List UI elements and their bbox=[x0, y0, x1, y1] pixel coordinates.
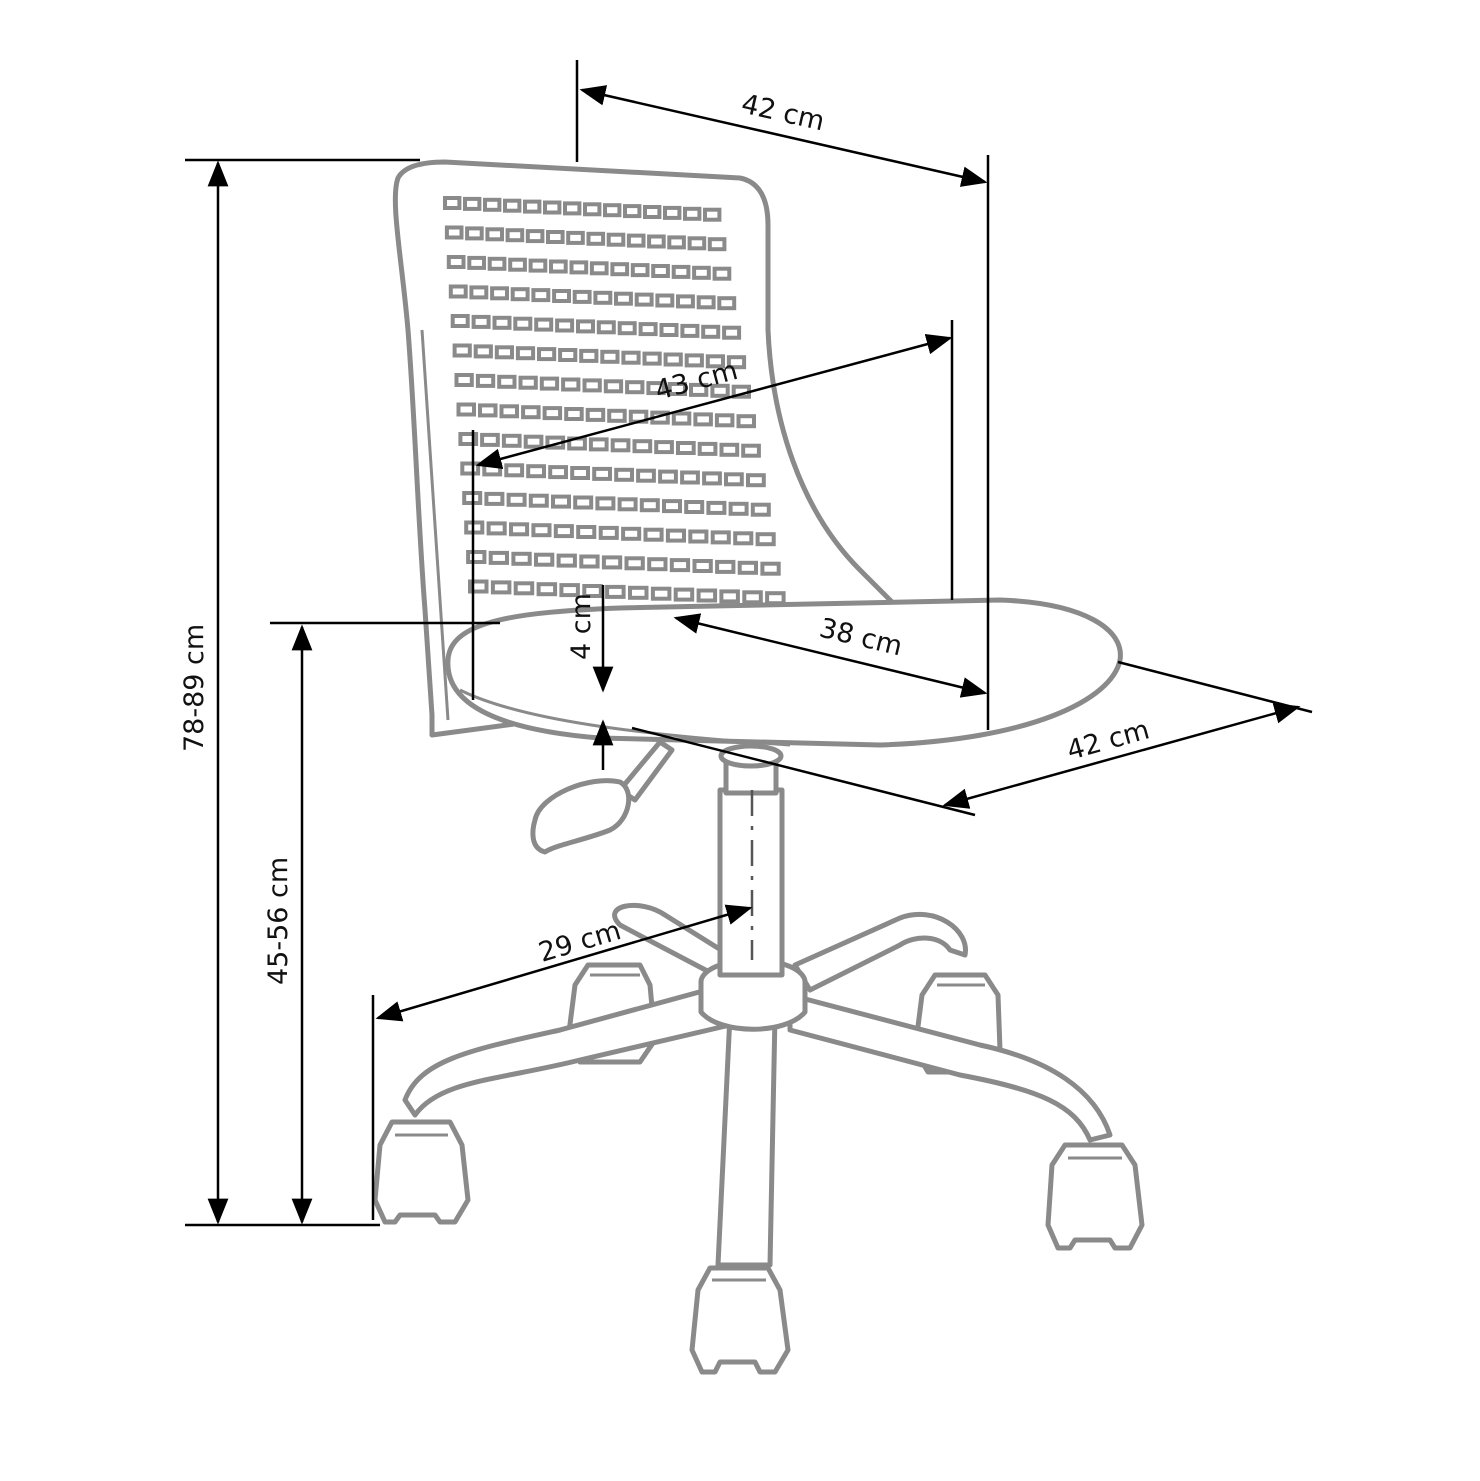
chair-drawing bbox=[372, 159, 1145, 1375]
gas-lift bbox=[717, 743, 785, 978]
caster-front-left bbox=[372, 1119, 471, 1225]
label-seat-height: 45-56 cm bbox=[263, 857, 294, 985]
dim-back-width: 42 cm bbox=[575, 60, 990, 730]
seat bbox=[445, 597, 1123, 748]
star-base bbox=[402, 902, 1113, 1268]
label-base-radius: 29 cm bbox=[535, 915, 624, 969]
label-back-width: 42 cm bbox=[738, 89, 827, 138]
dim-seat-thickness: 4 cm bbox=[270, 585, 614, 770]
adjustment-lever bbox=[530, 739, 675, 855]
caster-front-center bbox=[689, 1265, 791, 1375]
label-total-height: 78-89 cm bbox=[179, 624, 210, 752]
caster-front-right bbox=[1045, 1142, 1145, 1251]
label-seat-thickness: 4 cm bbox=[566, 593, 597, 660]
dim-total-height: 78-89 cm bbox=[179, 158, 420, 1227]
dim-seat-height: 45-56 cm bbox=[263, 624, 313, 1225]
